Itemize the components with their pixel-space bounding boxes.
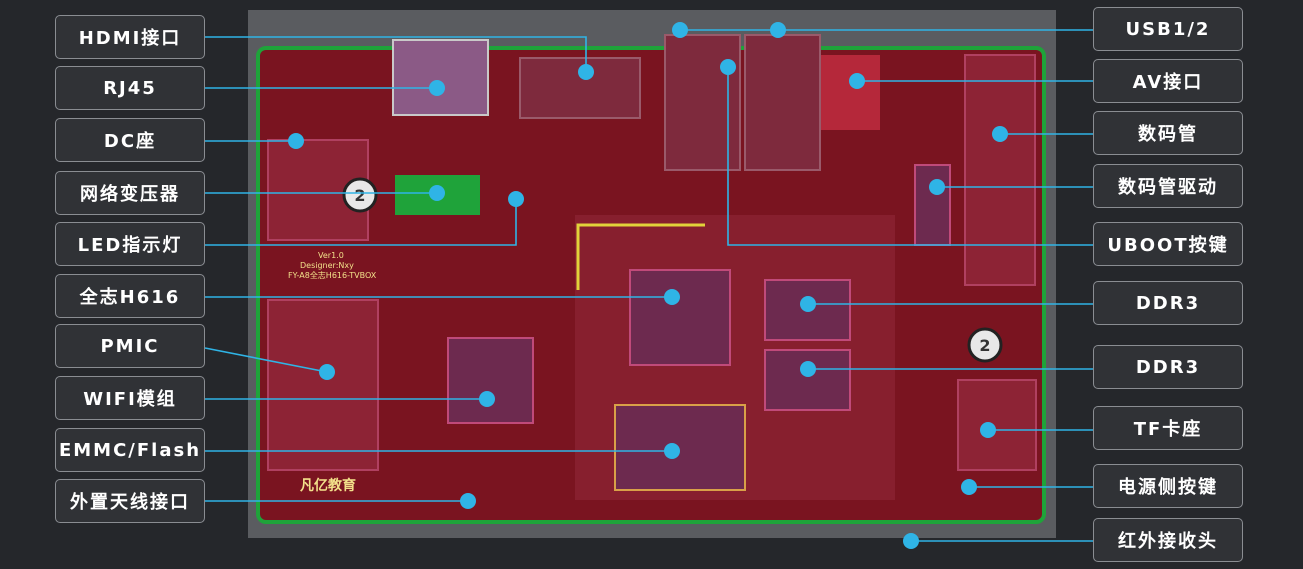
label-antenna: 外置天线接口 — [55, 479, 205, 523]
ddr3-chip-1 — [764, 279, 851, 341]
label-power-key: 电源侧按键 — [1093, 464, 1243, 508]
label-av: AV接口 — [1093, 59, 1243, 103]
label-ir: 红外接收头 — [1093, 518, 1243, 562]
usb1-footprint — [664, 34, 741, 171]
silk-model: FY-A8全志H616-TVBOX — [288, 270, 377, 280]
pmic-area — [267, 299, 379, 471]
label-hdmi: HDMI接口 — [55, 15, 205, 59]
usb2-footprint — [744, 34, 821, 171]
label-wifi: WIFI模组 — [55, 376, 205, 420]
silk-logo: 凡亿教育 — [300, 477, 356, 494]
emmc-chip — [614, 404, 746, 491]
hdmi-footprint — [519, 57, 641, 119]
transformer-footprint — [395, 175, 480, 215]
tf-footprint — [957, 379, 1037, 471]
label-dc: DC座 — [55, 118, 205, 162]
label-pmic: PMIC — [55, 324, 205, 368]
h616-chip — [629, 269, 731, 366]
label-digit-driver: 数码管驱动 — [1093, 164, 1243, 208]
wifi-chip — [447, 337, 534, 424]
label-usb: USB1/2 — [1093, 7, 1243, 51]
label-h616: 全志H616 — [55, 274, 205, 318]
label-rj45: RJ45 — [55, 66, 205, 110]
label-emmc: EMMC/Flash — [55, 428, 205, 472]
digit-driver-footprint — [914, 164, 951, 246]
label-uboot: UBOOT按键 — [1093, 222, 1243, 266]
rj45-footprint — [392, 39, 489, 116]
label-led: LED指示灯 — [55, 222, 205, 266]
label-digit-tube: 数码管 — [1093, 111, 1243, 155]
label-ddr3-2: DDR3 — [1093, 345, 1243, 389]
label-net-transformer: 网络变压器 — [55, 171, 205, 215]
silk-version: Ver1.0 — [318, 251, 344, 260]
av-footprint — [820, 55, 880, 130]
mount-hole-2 — [967, 327, 1003, 363]
digit-tube-footprint — [964, 54, 1036, 286]
ddr3-chip-2 — [764, 349, 851, 411]
mount-hole-2-mark: 2 — [979, 336, 990, 355]
yellow-trace — [576, 223, 705, 290]
label-ddr3-1: DDR3 — [1093, 281, 1243, 325]
mount-hole-1-mark: 2 — [354, 186, 365, 205]
silk-designer: Designer:Nxy — [300, 261, 354, 270]
label-tf: TF卡座 — [1093, 406, 1243, 450]
